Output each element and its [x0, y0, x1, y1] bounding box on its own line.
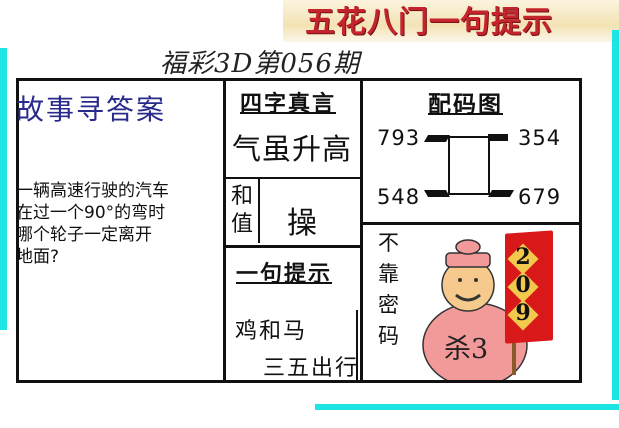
divider-v1 — [223, 78, 226, 383]
banner-text: 五花八门一句提示 — [305, 5, 553, 40]
cyan-border-bottom — [315, 404, 619, 410]
divider-v2 — [360, 78, 363, 383]
cyan-border-right — [612, 30, 619, 400]
connector-bar — [488, 134, 508, 141]
main-grid — [16, 78, 582, 383]
match-chart-box — [448, 136, 490, 195]
one-hint-title: 一句提示 — [236, 262, 333, 287]
match-number-top-left: 793 — [377, 126, 421, 150]
match-chart-title: 配码图 — [428, 92, 503, 118]
flag-number: 0 — [515, 272, 531, 298]
hint-line-1: 鸡和马 — [235, 319, 308, 344]
secret-char: 码 — [378, 324, 399, 348]
divider-hint — [356, 310, 358, 383]
match-number-bottom-left: 548 — [377, 185, 421, 209]
flag-number: 2 — [515, 244, 531, 270]
match-number-bottom-right: 679 — [518, 185, 562, 209]
secret-vertical-text: 不 靠 密 码 — [378, 228, 406, 352]
story-line: 在过一个90°的弯时 — [16, 203, 166, 223]
story-line: 哪个轮子一定离开 — [16, 225, 152, 245]
divider-hezhi — [258, 179, 260, 243]
four-words-text: 气虽升高 — [232, 132, 353, 166]
story-title: 故事寻答案 — [16, 93, 167, 126]
secret-char: 不 — [378, 231, 399, 255]
story-question: 一辆高速行驶的汽车 在过一个90°的弯时 哪个轮子一定离开 地面? — [16, 180, 221, 268]
connector-bar — [423, 135, 451, 142]
divider-h-mid2 — [226, 245, 360, 248]
secret-char: 靠 — [378, 262, 399, 286]
banner: 五花八门一句提示 — [283, 0, 619, 42]
connector-bar — [423, 190, 451, 197]
sum-label-vertical: 和 值 — [231, 183, 253, 239]
sum-value: 操 — [287, 206, 317, 241]
divider-h-mid1 — [226, 177, 360, 179]
page-title: 福彩3D第056期 — [160, 49, 361, 79]
secret-char: 密 — [378, 293, 399, 317]
kill-number-label: 杀3 — [444, 334, 489, 365]
flag-number: 9 — [515, 300, 531, 326]
match-number-top-right: 354 — [518, 126, 562, 150]
hint-line-2: 三五出行 — [263, 356, 360, 381]
story-line: 一辆高速行驶的汽车 — [16, 181, 169, 201]
four-words-title: 四字真言 — [240, 92, 337, 117]
connector-bar — [487, 190, 515, 197]
story-line: 地面? — [16, 247, 60, 267]
cyan-border-left — [0, 48, 7, 330]
sum-char: 值 — [231, 212, 254, 237]
sum-char: 和 — [231, 184, 254, 209]
divider-h-right — [360, 222, 582, 225]
